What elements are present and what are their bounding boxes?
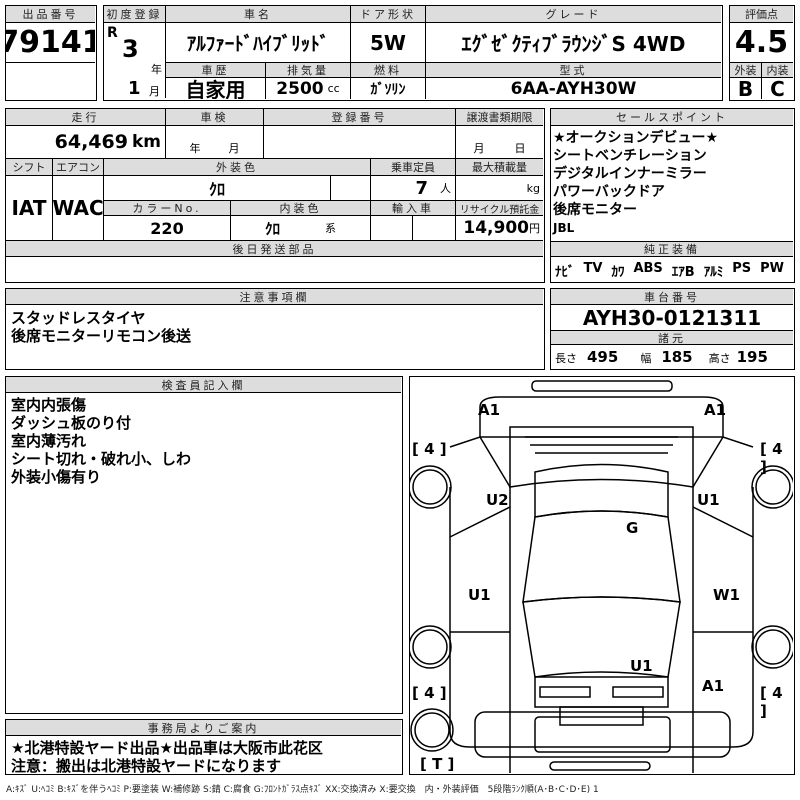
capacity-label: 乗車定員 (371, 159, 456, 176)
inspector-box: 検査員記入欄 室内内張傷ダッシュ板のり付室内薄汚れシート切れ・破れ小、しわ外装小… (5, 376, 403, 714)
ac-label: エアコン (53, 159, 104, 176)
inspector-label: 検査員記入欄 (6, 377, 401, 393)
fuel: ｶﾞｿﾘﾝ (351, 78, 426, 99)
name-label: 車名 (166, 6, 351, 23)
notes-text: スタッドレスタイヤ後席モニターリモコン後送 (11, 309, 192, 345)
first-reg-label: 初度登録 (104, 6, 166, 23)
model-label: 型式 (426, 63, 721, 78)
office-text: ★北港特設ヤード出品★出品車は大阪市此花区注意：搬出は北港特設ヤードになります (11, 739, 323, 775)
mark-roof: G (626, 519, 639, 537)
lot-box: 出品番号 79141 (5, 5, 97, 101)
reg-no-label: 登録番号 (264, 109, 456, 126)
lot-label: 出品番号 (6, 6, 95, 23)
ac: WAC (53, 176, 104, 241)
mark-tire-fl: [ 4 ] (412, 440, 447, 458)
import-label: 輸入車 (371, 201, 456, 216)
mark-tire-rl: [ 4 ] (412, 684, 447, 702)
notes-box: 注意事項欄 スタッドレスタイヤ後席モニターリモコン後送 (5, 288, 545, 370)
grade: ｴｸﾞｾﾞｸﾃｨﾌﾞﾗｳﾝｼﾞS 4WD (426, 23, 721, 63)
later-parts-label: 後日発送部品 (6, 241, 543, 257)
mark-rear-right: A1 (702, 677, 725, 695)
recycle-label: リサイクル預託金 (456, 201, 543, 216)
sales-points-box: セールスポイント ★オークションデビュー★シートベンチレーションデジタルインナー… (550, 108, 795, 283)
int-color-label: 内装色 (231, 201, 371, 216)
transfer-deadline: 月日 (456, 126, 543, 159)
damage-diagram: A1 A1 [ 4 ] [ 4 ] U2 U1 G U1 W1 U1 A1 [ … (409, 376, 795, 775)
int-color: ｸﾛ系 (231, 216, 371, 241)
int-score-label: 内装 (762, 63, 793, 78)
year-unit: 年 (151, 63, 162, 76)
fuel-label: 燃料 (351, 63, 426, 78)
mark-spare-tire: [ T ] (420, 755, 455, 773)
office-box: 事務局よりご案内 ★北港特設ヤード出品★出品車は大阪市此花区注意：搬出は北港特設… (5, 719, 403, 775)
ext-score-label: 外装 (730, 63, 762, 78)
ext-score: B (730, 78, 762, 99)
ext-color-extra (331, 176, 371, 201)
equipment-label: 純正装備 (551, 241, 793, 257)
vehicle-box: 初度登録 車名 ドア形状 グレード R 3 年 1 月 ｱﾙﾌｧｰﾄﾞﾊｲﾌﾞﾘ… (103, 5, 723, 101)
int-score: C (770, 78, 785, 99)
sales-points-list: ★オークションデビュー★シートベンチレーションデジタルインナーミラーパワーバック… (553, 130, 719, 235)
lot-number: 79141 (6, 23, 95, 63)
score-box: 評価点 4.5 外装 内装 B C (729, 5, 795, 101)
notes-label: 注意事項欄 (6, 289, 543, 305)
spec-label: 諸元 (551, 331, 793, 345)
month: 1 (128, 78, 141, 98)
door-type: 5W (351, 23, 426, 63)
grade-label: グレード (426, 6, 721, 23)
mark-left-front-door: U2 (486, 491, 509, 509)
displacement-label: 排気量 (266, 63, 351, 78)
color-no: 220 (104, 216, 231, 241)
shift-label: シフト (6, 159, 53, 176)
history-label: 車歴 (166, 63, 266, 78)
inspection: 年月 (166, 126, 264, 159)
car-name: ｱﾙﾌｧｰﾄﾞﾊｲﾌﾞﾘｯﾄﾞ (166, 23, 351, 63)
year: 3 (122, 35, 139, 63)
mark-front-left: A1 (478, 401, 501, 419)
mark-tire-fr: [ 4 ] (760, 440, 783, 476)
mark-right-front-door: U1 (697, 491, 720, 509)
ext-color: ｸﾛ (104, 176, 331, 201)
shift: IAT (6, 176, 53, 241)
ext-color-label: 外装色 (104, 159, 371, 176)
import-a (371, 216, 413, 241)
car-outline-icon (410, 380, 793, 773)
mark-left-rear-door: U1 (468, 586, 491, 604)
import-b (413, 216, 456, 241)
max-load: kg (456, 176, 543, 201)
door-label: ドア形状 (351, 6, 426, 23)
chassis-number: AYH30-0121311 (551, 305, 793, 331)
office-label: 事務局よりご案内 (6, 720, 401, 736)
first-reg-value: R 3 年 1 月 (104, 23, 166, 98)
era: R (107, 25, 118, 41)
transfer-label: 譲渡書類期限 (456, 109, 543, 126)
chassis-label: 車台番号 (551, 289, 793, 305)
color-no-label: カラーNo. (104, 201, 231, 216)
inspection-label: 車検 (166, 109, 264, 126)
legend: A:ｷｽﾞ U:ﾍｺﾐ B:ｷｽﾞを伴うﾍｺﾐ P:要塗装 W:補修跡 S:錆 … (6, 785, 599, 795)
mark-tire-rr: [ 4 ] (760, 684, 783, 720)
sales-points-label: セールスポイント (551, 109, 793, 126)
max-load-label: 最大積載量 (456, 159, 543, 176)
reg-no (264, 126, 456, 159)
score-value: 4.5 (730, 23, 793, 63)
score-label: 評価点 (730, 6, 793, 23)
mark-right-rear-door: W1 (713, 586, 740, 604)
mark-rear: U1 (630, 657, 653, 675)
mileage-label: 走行 (6, 109, 166, 126)
month-unit: 月 (149, 85, 160, 98)
inspector-text: 室内内張傷ダッシュ板のり付室内薄汚れシート切れ・破れ小、しわ外装小傷有り (11, 396, 192, 486)
model: 6AA-AYH30W (510, 78, 637, 99)
history: 自家用 (166, 78, 266, 99)
mark-front-right: A1 (704, 401, 727, 419)
